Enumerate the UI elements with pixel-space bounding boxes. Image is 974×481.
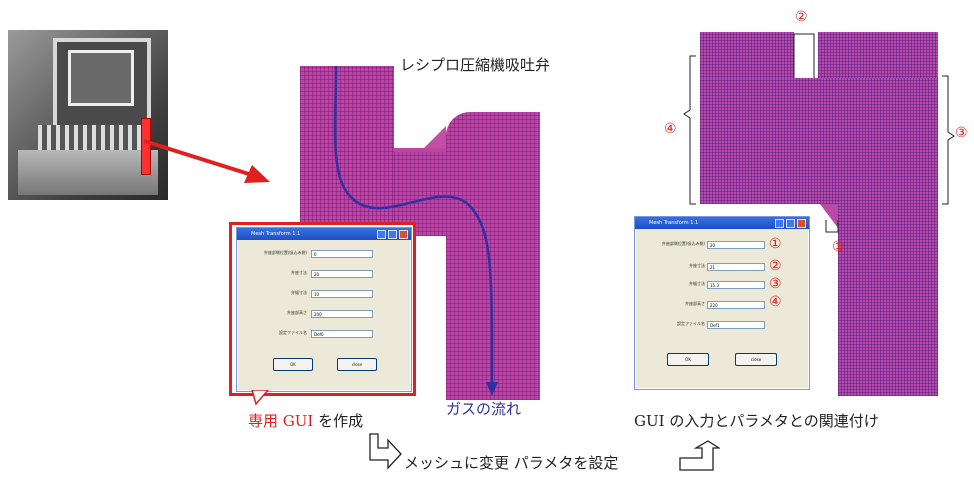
mesh-right-body: [700, 78, 938, 204]
field-input[interactable]: 0: [311, 250, 373, 258]
left-outline-arrow-icon: [369, 433, 402, 470]
field-input[interactable]: 200: [311, 310, 373, 318]
minimize-icon[interactable]: [377, 230, 386, 239]
gui-relation-label: GUI の入力とパラメタとの関連付け: [634, 412, 879, 430]
field-label: 弁幅寸法: [689, 281, 705, 286]
red-arrow: [143, 139, 270, 183]
field-input[interactable]: 15.3: [707, 281, 765, 289]
ok-button[interactable]: OK: [667, 353, 709, 366]
close-icon[interactable]: [399, 230, 408, 239]
ok-button[interactable]: OK: [273, 358, 313, 371]
mesh-right-top-stub: [700, 32, 794, 80]
field-mark-4: ④: [769, 294, 782, 310]
gas-flow-line: [333, 66, 498, 396]
right-outline-arrow-icon: [679, 440, 720, 471]
close-button[interactable]: close: [337, 358, 377, 371]
mark-3-right: ③: [955, 125, 968, 141]
field-label: 設定ファイル名: [279, 330, 307, 335]
highlight-marker: [141, 118, 151, 175]
field-mark-2: ②: [769, 258, 782, 274]
callout-pointer: [251, 390, 269, 406]
field-mark-1: ①: [769, 236, 782, 252]
close-button[interactable]: close: [735, 353, 777, 366]
field-label: 弁座部側位置(吸込み側): [661, 241, 705, 246]
create-gui-label: 専用 GUI を作成: [248, 412, 364, 430]
mark-2-top: ②: [795, 9, 808, 25]
minimize-icon[interactable]: [775, 219, 784, 228]
field-input[interactable]: 20: [707, 241, 765, 249]
valve-3d-photo: [8, 30, 168, 200]
field-label: 弁座部高さ: [287, 310, 307, 315]
field-input[interactable]: 220: [707, 301, 765, 309]
field-mark-3: ③: [769, 276, 782, 292]
field-input[interactable]: 20: [311, 270, 373, 278]
gas-flow-label: ガスの流れ: [446, 400, 522, 418]
field-label: 弁幅寸法: [291, 290, 307, 295]
field-label: 弁座寸法: [291, 270, 307, 275]
mesh-vertical-right: [446, 112, 540, 400]
dialog-titlebar: Mesh Transform 1.1: [237, 228, 411, 240]
mark-1-bottom: ①: [832, 239, 845, 255]
dialog-titlebar: Mesh Transform 1.1: [635, 217, 809, 229]
mark-4-left: ④: [664, 121, 677, 137]
mesh-caption: メッシュに変更 パラメタを設定: [404, 454, 619, 472]
field-label: 弁座寸法: [689, 263, 705, 268]
field-label: 弁座部高さ: [685, 301, 705, 306]
field-label: 設定ファイル名: [677, 321, 705, 326]
field-input[interactable]: Def1: [707, 321, 765, 329]
title-text: レシプロ圧縮機吸吐弁: [400, 56, 551, 74]
mesh-right-top-stub2: [818, 32, 938, 80]
field-label: 弁座部側位置(吸込み側): [263, 250, 307, 255]
field-input[interactable]: 10: [311, 290, 373, 298]
close-icon[interactable]: [797, 219, 806, 228]
maximize-icon[interactable]: [388, 230, 397, 239]
dimension-brackets: [683, 33, 955, 233]
field-input[interactable]: Def0: [311, 330, 373, 338]
maximize-icon[interactable]: [786, 219, 795, 228]
field-input[interactable]: 21: [707, 263, 765, 271]
mesh-right-lower: [838, 204, 938, 396]
